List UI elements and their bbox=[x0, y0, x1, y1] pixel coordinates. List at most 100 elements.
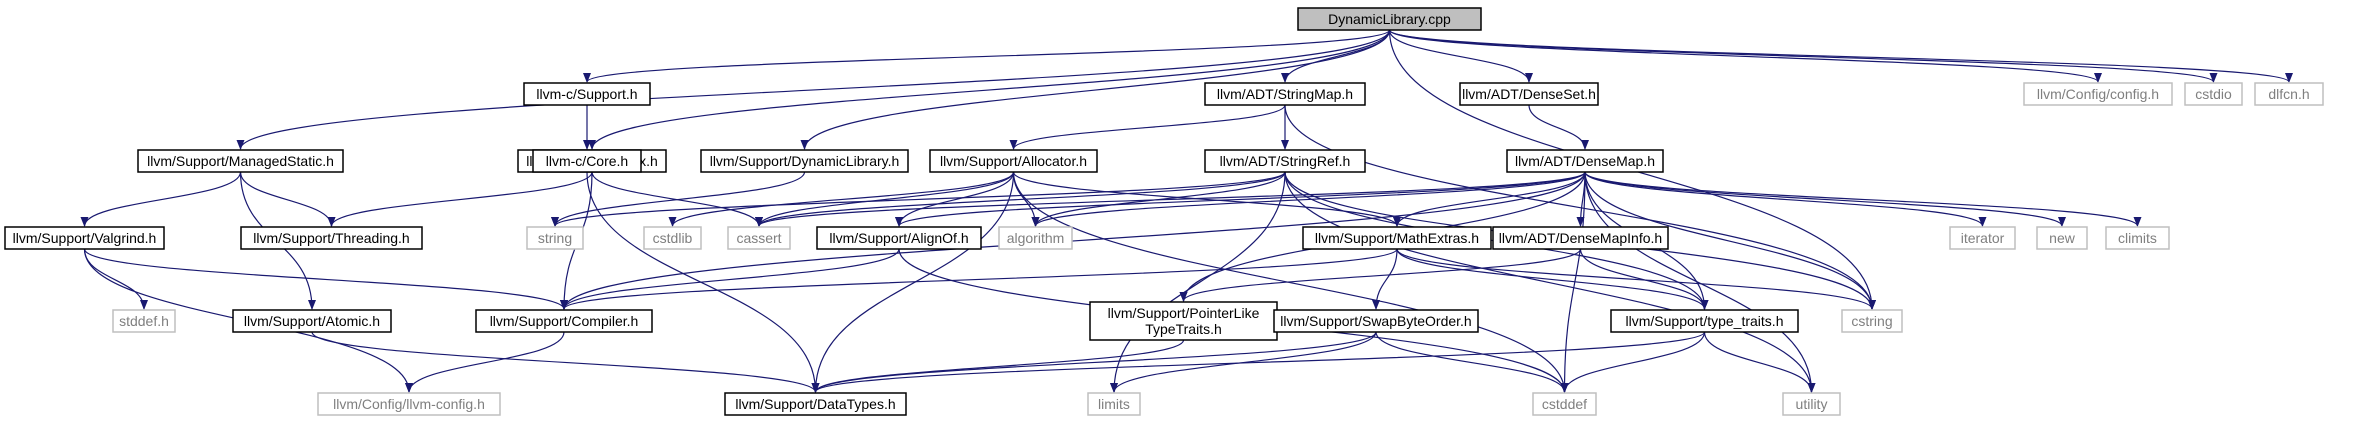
edge-mathextras-to-compiler bbox=[560, 248, 1398, 310]
node-label-typetraits: llvm/Support/type_traits.h bbox=[1626, 313, 1784, 329]
edge-densemap-to-climits bbox=[1584, 171, 2142, 227]
node-box-compiler bbox=[475, 309, 653, 333]
node-box-utility bbox=[1782, 392, 1841, 416]
edge-root-to-dlfcn bbox=[1388, 29, 2293, 83]
node-box-cstdio bbox=[2184, 82, 2243, 106]
node-label-stringmap: llvm/ADT/StringMap.h bbox=[1217, 86, 1353, 102]
node-alignof[interactable]: llvm/Support/AlignOf.h bbox=[816, 226, 982, 250]
edge-root-to-cstdio bbox=[1388, 29, 2218, 83]
node-label-new: new bbox=[2049, 230, 2076, 246]
node-cassert: cassert bbox=[727, 226, 791, 250]
node-stringref[interactable]: llvm/ADT/StringRef.h bbox=[1204, 149, 1366, 173]
node-denseset[interactable]: llvm/ADT/DenseSet.h bbox=[1459, 82, 1599, 106]
node-label-allocator: llvm/Support/Allocator.h bbox=[940, 153, 1087, 169]
node-label-alignof: llvm/Support/AlignOf.h bbox=[829, 230, 968, 246]
edge-mathextras-to-swapbyteorder bbox=[1372, 248, 1398, 310]
edge-typetraits-to-cstddef bbox=[1560, 331, 1706, 393]
node-box-cstdlib bbox=[643, 226, 702, 250]
edge-stringmap-to-cstring bbox=[1284, 104, 1876, 310]
node-label-cstdio: cstdio bbox=[2195, 86, 2232, 102]
node-label-limits: limits bbox=[1098, 396, 1130, 412]
node-new: new bbox=[2036, 226, 2088, 250]
node-box-iterator bbox=[1949, 226, 2016, 250]
node-box-root bbox=[1297, 7, 1482, 31]
edge-managedstatic-to-valgrind bbox=[80, 171, 242, 227]
edge-root-to-dynlib bbox=[800, 29, 1391, 150]
edge-stringref-to-utility bbox=[1284, 171, 1816, 393]
node-box-densemapinfo bbox=[1492, 226, 1669, 250]
edge-densemap-to-cstddef bbox=[1560, 171, 1586, 393]
node-atomic[interactable]: llvm/Support/Atomic.h bbox=[232, 309, 392, 333]
edge-densemap-to-mathextras bbox=[1393, 171, 1586, 227]
node-label-algorithm: algorithm bbox=[1007, 230, 1065, 246]
node-label-csupport: llvm-c/Support.h bbox=[536, 86, 637, 102]
edge-densemap-to-iterator bbox=[1584, 171, 1987, 227]
node-label-threading: llvm/Support/Threading.h bbox=[253, 230, 409, 246]
edge-densemapinfo-to-pointerlike bbox=[1179, 248, 1582, 302]
node-box-new bbox=[2036, 226, 2088, 250]
edge-mathextras-to-typetraits bbox=[1396, 248, 1709, 310]
node-box-atomic bbox=[232, 309, 392, 333]
node-compiler[interactable]: llvm/Support/Compiler.h bbox=[475, 309, 653, 333]
node-densemap[interactable]: llvm/ADT/DenseMap.h bbox=[1506, 149, 1664, 173]
node-box-llvmconfig bbox=[317, 392, 501, 416]
node-box-cassert bbox=[727, 226, 791, 250]
edge-mutex-to-threading bbox=[327, 171, 593, 227]
node-label-cassert: cassert bbox=[736, 230, 781, 246]
node-box-climits bbox=[2105, 226, 2170, 250]
node-box-threading bbox=[240, 226, 423, 250]
node-label-compiler: llvm/Support/Compiler.h bbox=[490, 313, 639, 329]
node-label-root: DynamicLibrary.cpp bbox=[1328, 11, 1451, 27]
edge-stringref-to-cassert bbox=[755, 171, 1286, 227]
node-label-dynlib: llvm/Support/DynamicLibrary.h bbox=[710, 153, 900, 169]
node-llvmconfig: llvm/Config/llvm-config.h bbox=[317, 392, 501, 416]
node-root[interactable]: DynamicLibrary.cpp bbox=[1297, 7, 1482, 31]
node-label-pointerlike-line-1: llvm/Support/PointerLike bbox=[1108, 305, 1260, 321]
node-climits: climits bbox=[2105, 226, 2170, 250]
node-box-csupport bbox=[523, 82, 651, 106]
node-mathextras[interactable]: llvm/Support/MathExtras.h bbox=[1302, 226, 1492, 250]
edge-typetraits-to-datatypes bbox=[811, 331, 1706, 393]
node-densemapinfo[interactable]: llvm/ADT/DenseMapInfo.h bbox=[1492, 226, 1669, 250]
node-box-limits bbox=[1087, 392, 1141, 416]
node-swapbyteorder[interactable]: llvm/Support/SwapByteOrder.h bbox=[1273, 309, 1479, 333]
node-typetraits[interactable]: llvm/Support/type_traits.h bbox=[1610, 309, 1799, 333]
node-label-iterator: iterator bbox=[1961, 230, 2005, 246]
node-box-cstring bbox=[1841, 309, 1903, 333]
node-label-managedstatic: llvm/Support/ManagedStatic.h bbox=[147, 153, 334, 169]
node-box-swapbyteorder bbox=[1273, 309, 1479, 333]
edge-atomic-to-datatypes bbox=[311, 331, 820, 393]
node-label-ccore: llvm-c/Core.h bbox=[546, 153, 628, 169]
node-label-swapbyteorder: llvm/Support/SwapByteOrder.h bbox=[1280, 313, 1471, 329]
node-cstdio: cstdio bbox=[2184, 82, 2243, 106]
node-label-cstddef: cstddef bbox=[1542, 396, 1587, 412]
node-box-mathextras bbox=[1302, 226, 1492, 250]
edge-allocator-to-cstdlib bbox=[668, 171, 1015, 227]
edge-mutex-to-cassert bbox=[591, 171, 763, 227]
edge-root-to-denseset bbox=[1388, 29, 1533, 83]
edge-root-to-managedstatic bbox=[236, 29, 1391, 150]
node-label-stddef: stddef.h bbox=[119, 313, 169, 329]
node-box-config bbox=[2023, 82, 2173, 106]
node-ccore[interactable]: llvm-c/Core.h bbox=[532, 149, 642, 173]
node-valgrind[interactable]: llvm/Support/Valgrind.h bbox=[4, 226, 165, 250]
node-dynlib[interactable]: llvm/Support/DynamicLibrary.h bbox=[700, 149, 909, 173]
edge-stringmap-to-allocator bbox=[1009, 104, 1286, 150]
node-csupport[interactable]: llvm-c/Support.h bbox=[523, 82, 651, 106]
node-threading[interactable]: llvm/Support/Threading.h bbox=[240, 226, 423, 250]
edge-densemap-to-new bbox=[1584, 171, 2066, 227]
node-datatypes[interactable]: llvm/Support/DataTypes.h bbox=[724, 392, 907, 416]
node-allocator[interactable]: llvm/Support/Allocator.h bbox=[929, 149, 1098, 173]
node-dlfcn: dlfcn.h bbox=[2254, 82, 2324, 106]
node-box-cstddef bbox=[1532, 392, 1597, 416]
edge-allocator-to-mathextras bbox=[1012, 171, 1401, 227]
node-label-llvmconfig: llvm/Config/llvm-config.h bbox=[333, 396, 485, 412]
edge-valgrind-to-stddef bbox=[83, 248, 148, 310]
node-iterator: iterator bbox=[1949, 226, 2016, 250]
node-label-config: llvm/Config/config.h bbox=[2037, 86, 2159, 102]
node-stringmap[interactable]: llvm/ADT/StringMap.h bbox=[1204, 82, 1366, 106]
edge-densemap-to-cassert bbox=[755, 171, 1586, 227]
node-managedstatic[interactable]: llvm/Support/ManagedStatic.h bbox=[137, 149, 344, 173]
nodes-layer: DynamicLibrary.cpp llvm/Support/ManagedSt… bbox=[4, 7, 2324, 416]
